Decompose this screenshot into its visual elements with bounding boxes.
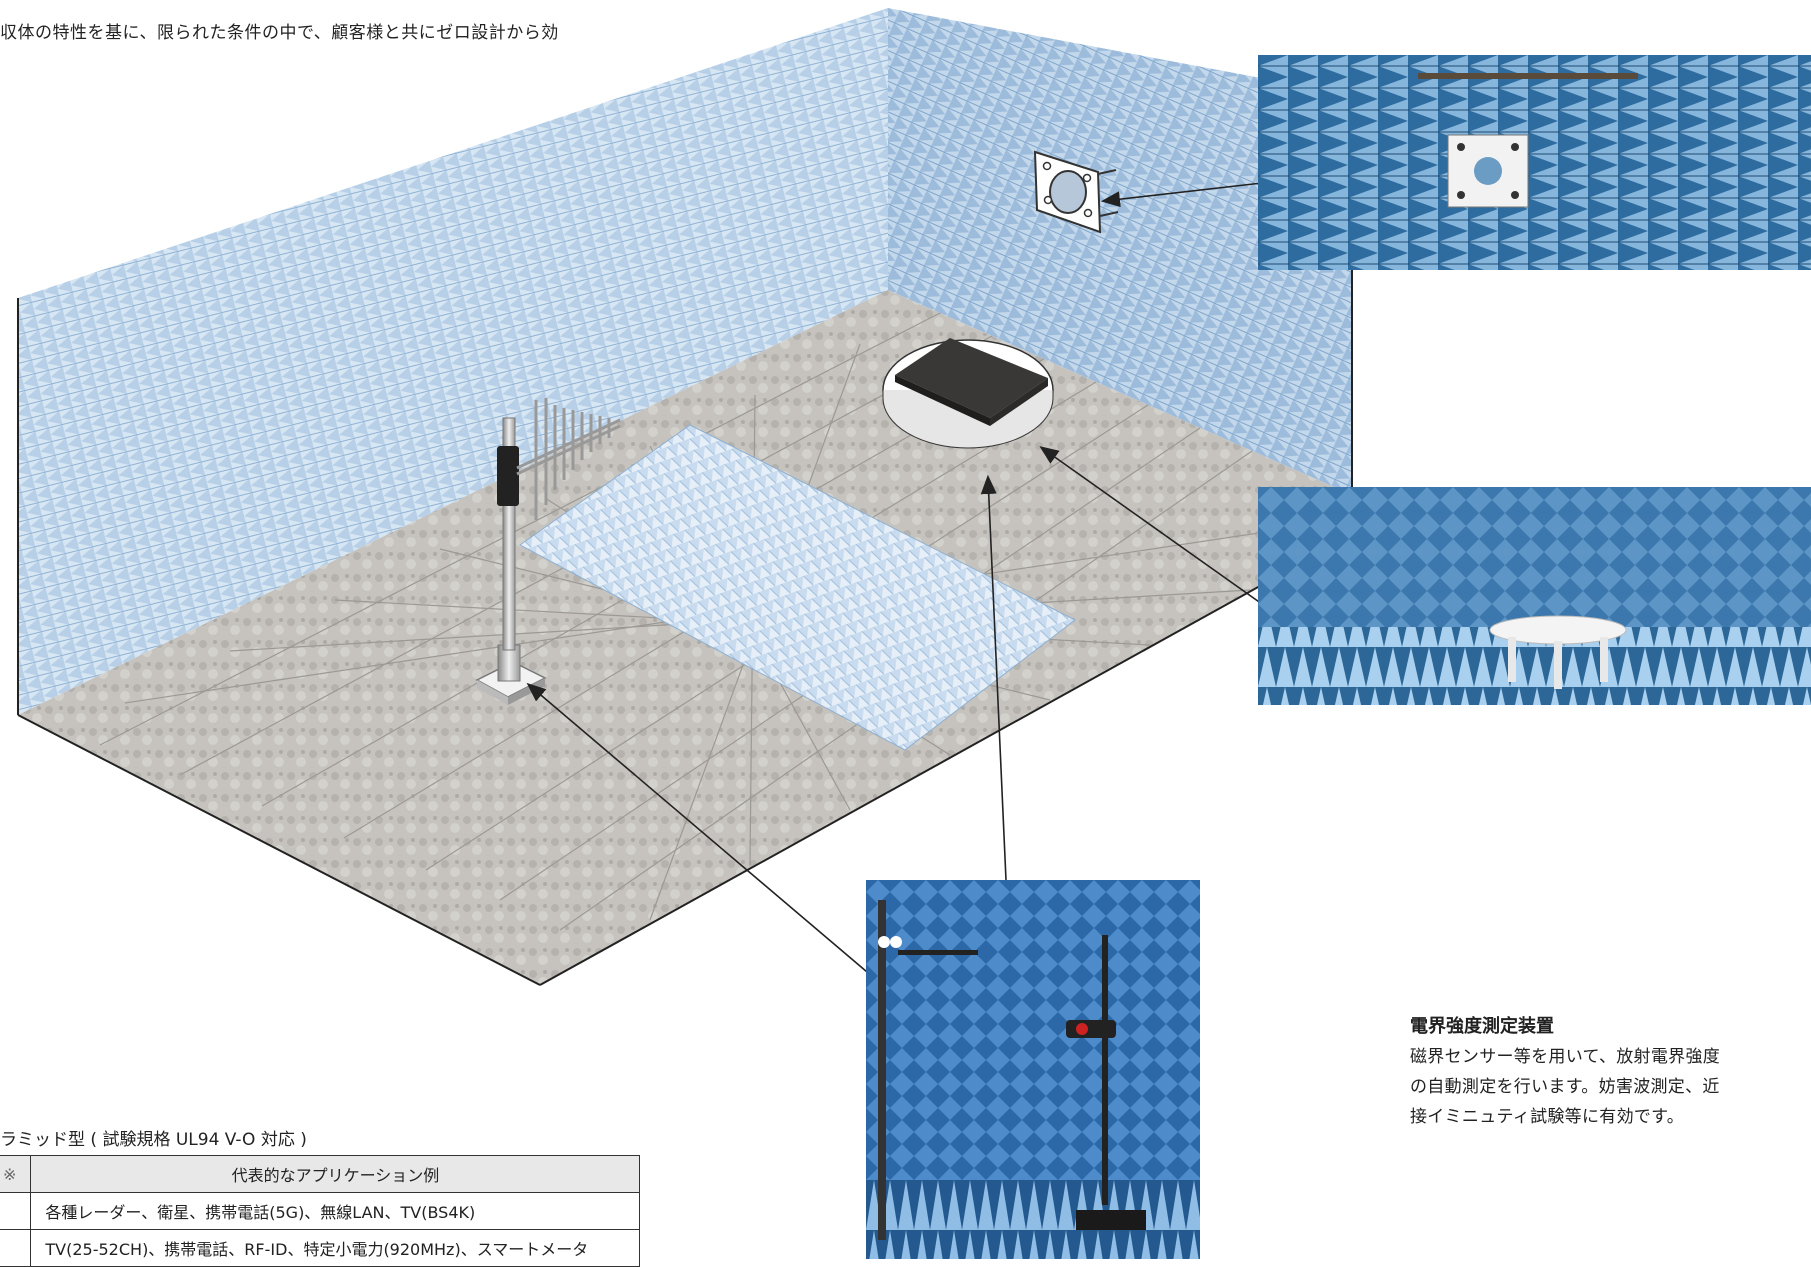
table-row: TV(25-52CH)、携帯電話、RF-ID、特定小電力(920MHz)、スマー… bbox=[0, 1229, 641, 1267]
arrow-floor bbox=[980, 474, 1007, 881]
photo-turntable bbox=[1258, 487, 1811, 705]
table-cell bbox=[0, 1229, 32, 1267]
photo-field-measurement bbox=[866, 880, 1200, 1259]
table-caption: ラミッド型 ( 試験規格 UL94 V-O 対応 ) bbox=[0, 1130, 307, 1150]
table-header-applications: 代表的なアプリケーション例 bbox=[30, 1155, 641, 1193]
equipment-description: 電界強度測定装置 磁界センサー等を用いて、放射電界強度 の自動測定を行います。妨… bbox=[1410, 1012, 1810, 1132]
arrow-turntable bbox=[1039, 446, 1263, 605]
table-cell: TV(25-52CH)、携帯電話、RF-ID、特定小電力(920MHz)、スマー… bbox=[30, 1229, 641, 1267]
arrow-mast bbox=[526, 682, 881, 984]
table-header-note: ※ bbox=[0, 1155, 32, 1193]
table-cell: 各種レーダー、衛星、携帯電話(5G)、無線LAN、TV(BS4K) bbox=[30, 1192, 641, 1230]
test-device bbox=[895, 338, 1048, 426]
description-title: 電界強度測定装置 bbox=[1410, 1016, 1554, 1037]
antenna-mast bbox=[475, 417, 547, 705]
floor bbox=[18, 290, 1352, 985]
application-table: ※ 代表的なアプリケーション例 各種レーダー、衛星、携帯電話(5G)、無線LAN… bbox=[0, 1155, 641, 1267]
description-body: 磁界センサー等を用いて、放射電界強度 の自動測定を行います。妨害波測定、近 接イ… bbox=[1410, 1042, 1810, 1132]
left-wall bbox=[18, 8, 888, 715]
floor-absorber-field bbox=[519, 424, 1076, 751]
photo-wall-bracket bbox=[1258, 55, 1811, 270]
table-header-row: ※ 代表的なアプリケーション例 bbox=[0, 1155, 641, 1193]
intro-text: 収体の特性を基に、限られた条件の中で、顧客様と共にゼロ設計から効 bbox=[0, 23, 559, 43]
description-line: 磁界センサー等を用いて、放射電界強度 bbox=[1410, 1047, 1721, 1067]
mounting-bracket bbox=[1033, 150, 1119, 234]
table-cell bbox=[0, 1192, 32, 1230]
description-line: 接イミニュティ試験等に有効です。 bbox=[1410, 1107, 1685, 1127]
right-wall bbox=[888, 8, 1352, 495]
table-row: 各種レーダー、衛星、携帯電話(5G)、無線LAN、TV(BS4K) bbox=[0, 1192, 641, 1230]
arrow-bracket bbox=[1100, 182, 1263, 208]
log-periodic-antenna bbox=[516, 398, 621, 520]
description-line: の自動測定を行います。妨害波測定、近 bbox=[1410, 1077, 1720, 1097]
